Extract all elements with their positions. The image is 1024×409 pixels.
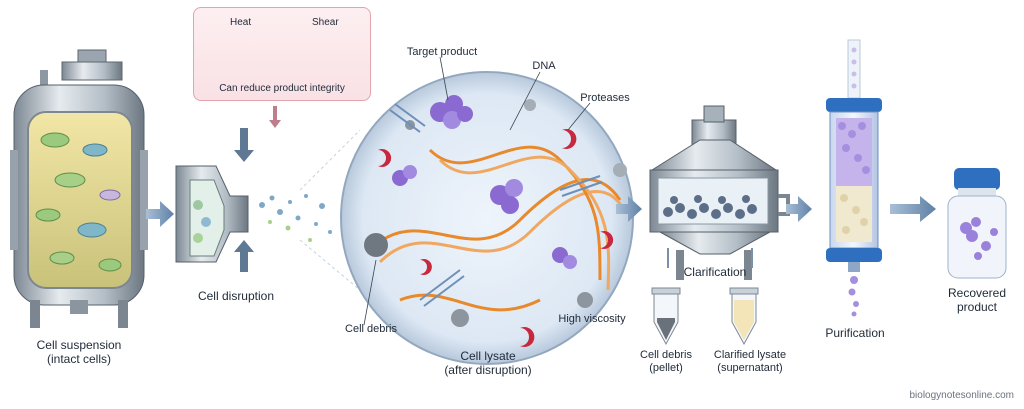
callout-dna: DNA <box>532 60 556 72</box>
step-recovered-line1: Recovered <box>947 286 1007 300</box>
sediment-particles <box>663 195 757 219</box>
step-suspension-line2: (intact cells) <box>46 352 111 366</box>
flow-arrow-4 <box>890 196 936 222</box>
lysate-magnified-view <box>340 56 634 365</box>
flow-arrow-1 <box>146 201 174 227</box>
homogenizer <box>175 128 361 291</box>
step-recovered-line2: product <box>956 300 998 314</box>
tube-pellet-line2: (pellet) <box>649 362 683 374</box>
tube-supernatant-line1: Clarified lysate <box>713 349 787 361</box>
callout-target-product: Target product <box>406 46 478 58</box>
cell-suspension-cells <box>35 132 122 272</box>
watermark: biologynotesonline.com <box>909 390 1014 401</box>
step-disruption-label: Cell disruption <box>197 289 275 303</box>
clarification-centrifuge <box>649 105 790 280</box>
warning-arrow <box>269 106 281 128</box>
step-recovered-label: Recovered product <box>932 286 1022 314</box>
chromatography-column <box>826 39 882 317</box>
protease-enzymes <box>378 129 614 347</box>
step-purification-label: Purification <box>825 326 885 340</box>
dna-strands <box>368 145 627 312</box>
target-product-proteins <box>392 95 577 269</box>
tube-pellet-line1: Cell debris <box>640 349 692 361</box>
callout-proteases: Proteases <box>580 92 630 104</box>
pellet-tube <box>651 287 681 346</box>
tube-supernatant-line2: (supernatant) <box>717 362 783 374</box>
product-vial <box>947 168 1007 279</box>
shear-label: Shear <box>312 17 339 28</box>
heat-label: Heat <box>230 17 252 28</box>
step-clarification-label: Clarification <box>683 265 747 279</box>
membrane-fragments <box>389 103 603 307</box>
step-suspension-line1: Cell suspension <box>36 338 122 352</box>
supernatant-tube <box>729 287 759 346</box>
callout-high-viscosity: High viscosity <box>558 313 626 325</box>
flow-arrow-3 <box>786 196 812 222</box>
warning-caption: Can reduce product integrity <box>219 83 345 94</box>
callout-cell-debris: Cell debris <box>345 323 397 335</box>
tube-pellet-label: Cell debris (pellet) <box>626 349 706 375</box>
step-lysate-line2: (after disruption) <box>444 363 532 377</box>
warning-box: Heat Shear Can reduce product integrity <box>193 7 371 101</box>
tube-supernatant-label: Clarified lysate (supernatant) <box>700 349 800 375</box>
flow-arrow-2 <box>616 196 642 222</box>
eluate-droplets <box>848 276 859 317</box>
disruption-spray <box>259 194 332 242</box>
step-suspension-label: Cell suspension (intact cells) <box>4 338 154 366</box>
step-lysate-label: Cell lysate (after disruption) <box>408 349 568 377</box>
step-lysate-line1: Cell lysate <box>460 349 516 363</box>
bioreactor <box>10 49 148 328</box>
